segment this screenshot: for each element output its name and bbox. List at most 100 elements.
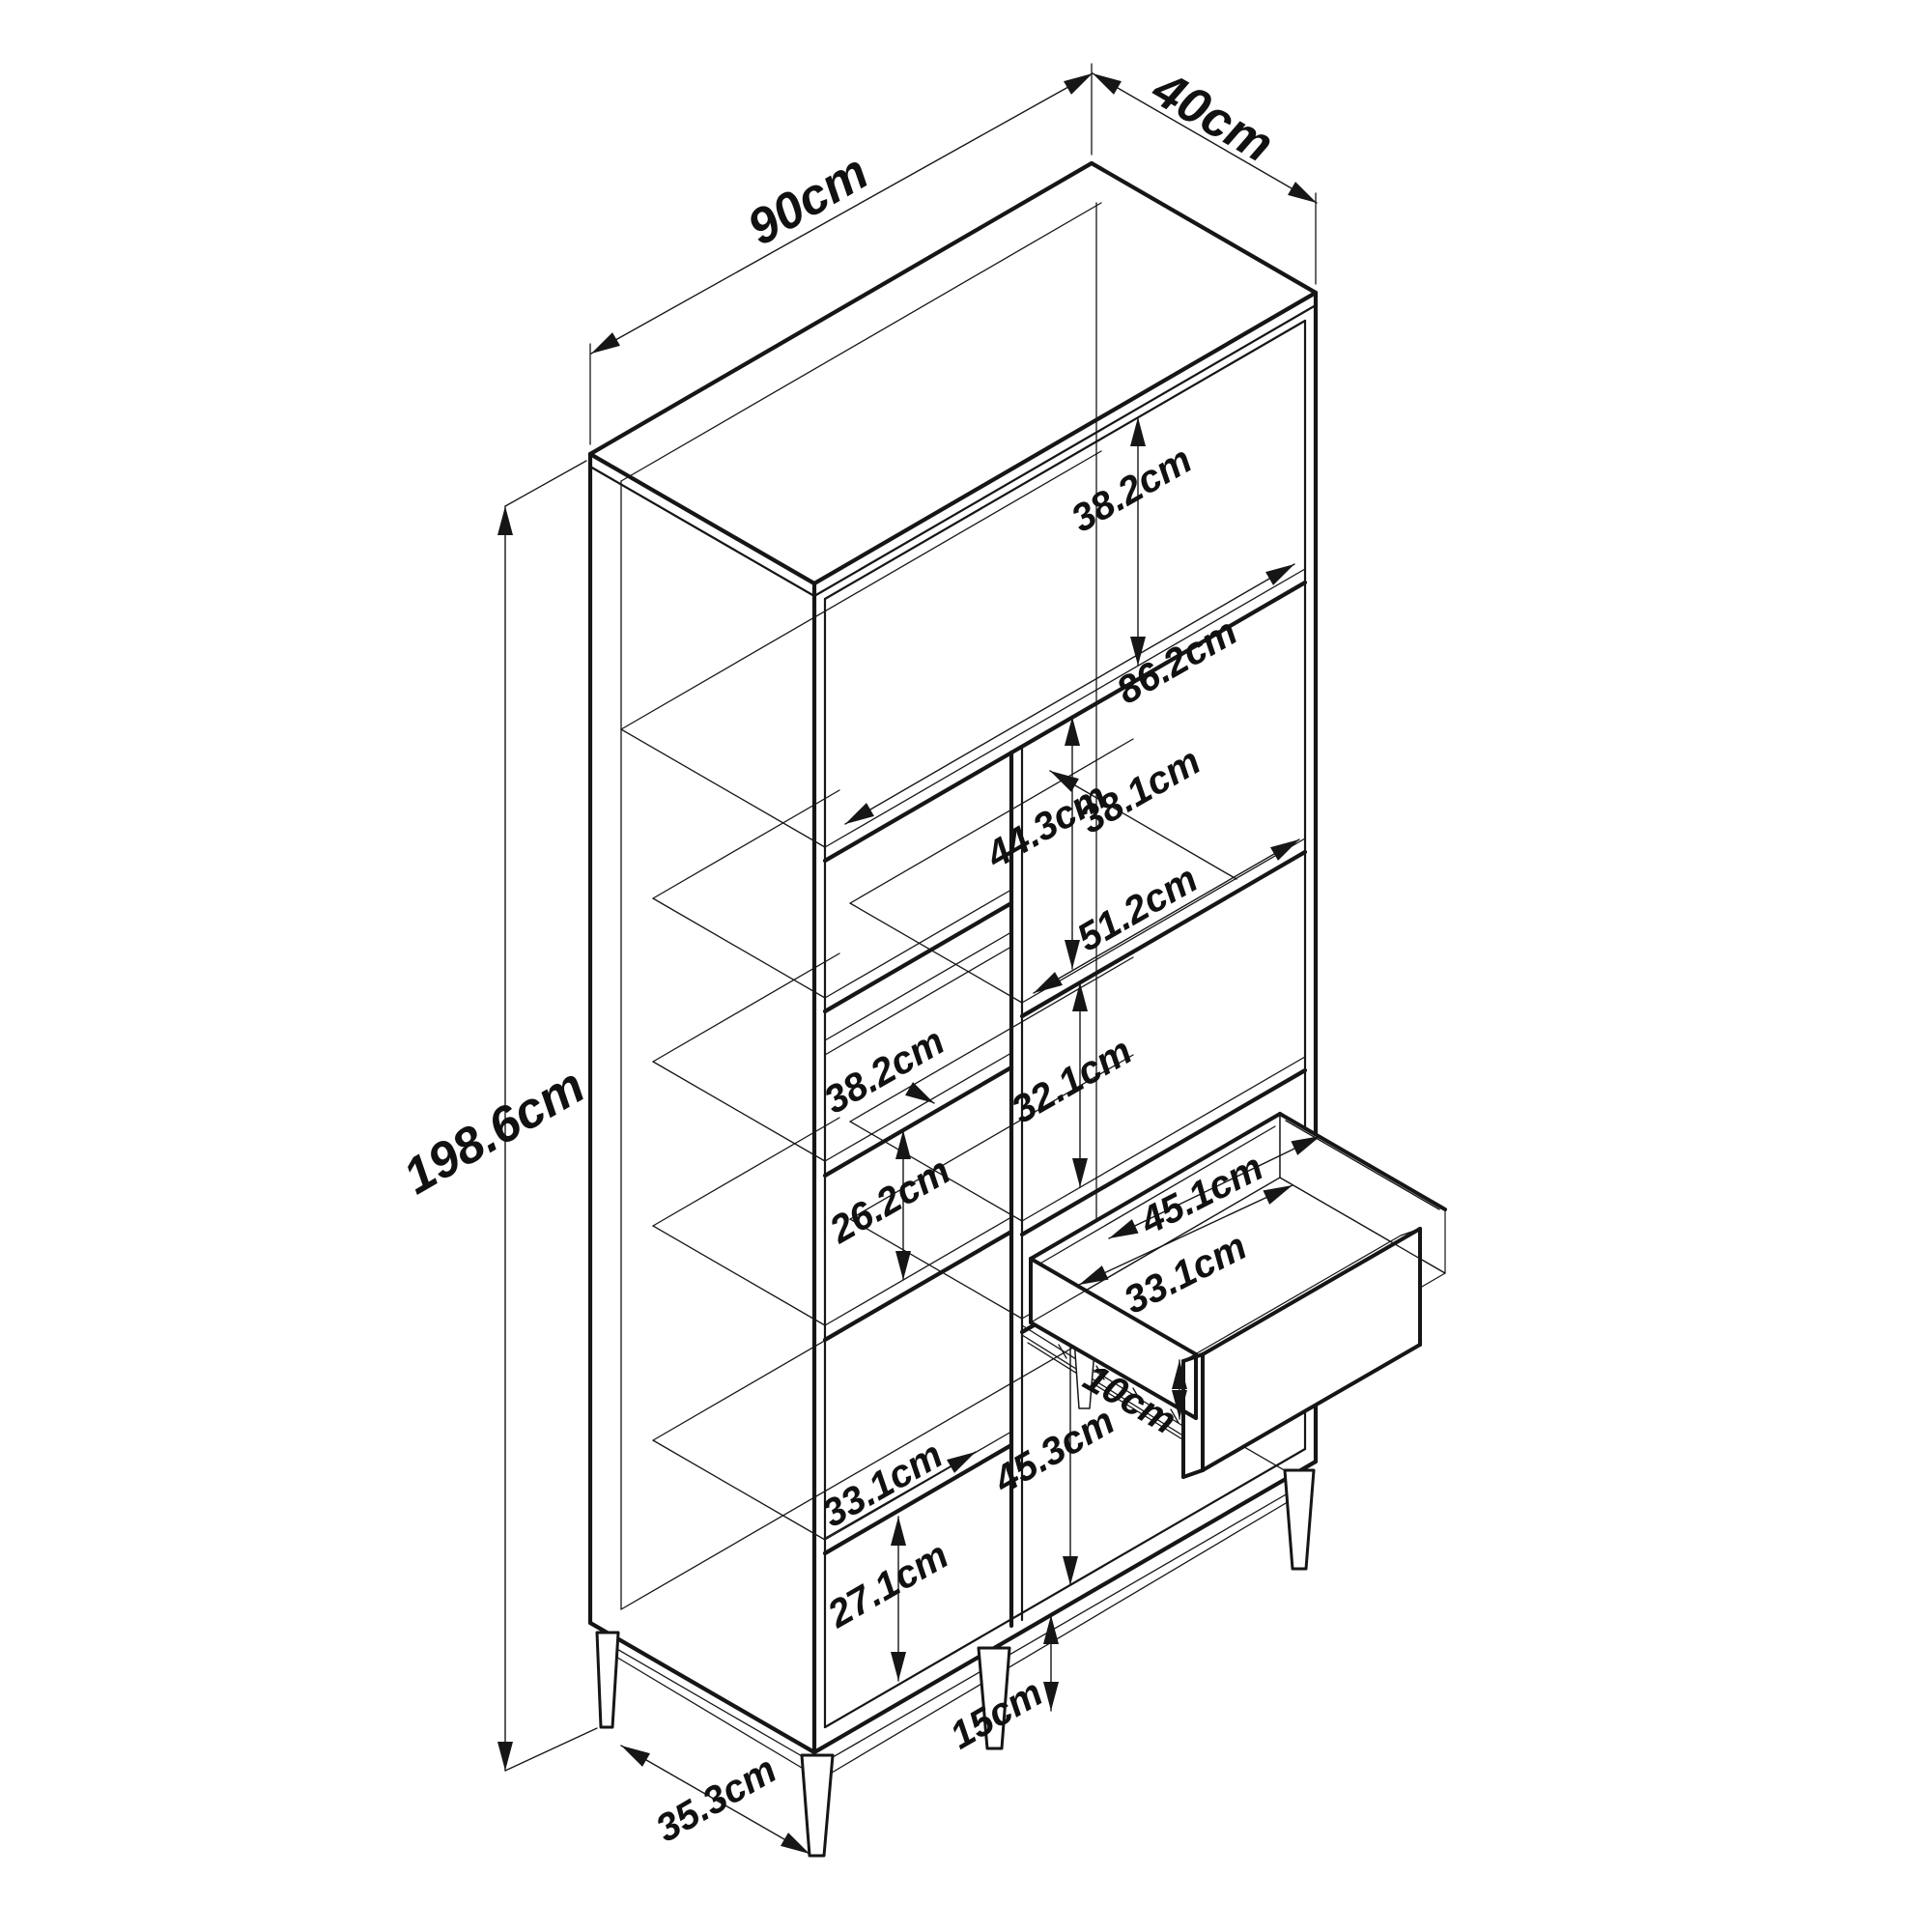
edge-line bbox=[652, 1439, 826, 1541]
dimension-arrowhead bbox=[1130, 417, 1146, 446]
dimension-arrowhead bbox=[1263, 1185, 1293, 1205]
edge-line bbox=[824, 1052, 1012, 1162]
edge-line bbox=[811, 1459, 1319, 1755]
edge-line bbox=[1029, 1112, 1282, 1261]
cabinet-leg bbox=[800, 1753, 835, 1858]
edge-line bbox=[820, 1482, 1307, 1765]
edge-line bbox=[1037, 1125, 1276, 1265]
edge-line bbox=[823, 319, 1307, 601]
edge-line bbox=[1033, 838, 1300, 994]
edge-line bbox=[1278, 1112, 1447, 1211]
edge-line bbox=[1078, 1184, 1293, 1286]
edge-line bbox=[1021, 1334, 1208, 1452]
dimension-arrowhead bbox=[1172, 1360, 1187, 1389]
dimension-arrowhead bbox=[1291, 1136, 1321, 1155]
edge-line bbox=[613, 1655, 812, 1775]
edge-line bbox=[823, 1451, 977, 1540]
edge-line bbox=[824, 568, 1306, 848]
edge-line bbox=[812, 303, 1318, 598]
edge-line bbox=[588, 465, 816, 598]
edge-line bbox=[826, 1492, 1303, 1776]
dimension-arrowhead bbox=[1050, 771, 1079, 792]
edge-line bbox=[1030, 1177, 1281, 1323]
dimension-arrowhead bbox=[1065, 940, 1080, 969]
edge-line bbox=[587, 451, 817, 586]
edge-line bbox=[849, 1218, 1023, 1320]
edge-line bbox=[1201, 1227, 1422, 1356]
dimension-arrowhead bbox=[1265, 564, 1294, 585]
edge-line bbox=[620, 728, 826, 848]
dimension-arrowhead bbox=[947, 1452, 976, 1473]
edge-line bbox=[849, 1054, 1134, 1220]
edge-line bbox=[652, 1225, 826, 1326]
edge-line bbox=[824, 931, 1012, 1041]
edge-line bbox=[822, 900, 1014, 1014]
dimension-arrowhead bbox=[845, 803, 874, 824]
cabinet-inner-edges bbox=[588, 303, 1318, 1729]
edge-line bbox=[504, 1727, 598, 1772]
edge-line bbox=[822, 1229, 1014, 1343]
edge-line bbox=[849, 1121, 1023, 1222]
edge-line bbox=[811, 290, 1319, 586]
edge-line bbox=[1095, 1365, 1105, 1380]
edge-line bbox=[652, 1331, 840, 1441]
dimension-arrowhead bbox=[781, 1833, 810, 1854]
edge-line bbox=[1029, 1257, 1198, 1356]
edge-line bbox=[1285, 1120, 1440, 1210]
edge-line bbox=[652, 789, 840, 899]
cabinet-leg bbox=[1283, 1468, 1316, 1571]
edge-line bbox=[823, 1447, 1307, 1729]
edge-line bbox=[824, 946, 1012, 1056]
edge-line bbox=[849, 902, 1023, 1004]
edge-line bbox=[1201, 1343, 1422, 1472]
dimension-arrowhead bbox=[1079, 1265, 1109, 1285]
dimension-arrowhead bbox=[591, 332, 620, 354]
edge-line bbox=[620, 450, 1102, 730]
edge-line bbox=[1108, 1135, 1321, 1239]
edge-line bbox=[1049, 770, 1237, 880]
open-drawer bbox=[1029, 1112, 1447, 1479]
edge-line bbox=[822, 1065, 1014, 1179]
dimension-arrowhead bbox=[1043, 1682, 1059, 1711]
edge-line bbox=[1181, 1352, 1205, 1363]
dimension-labels: 90cm40cm198.6cm38.2cm86.2cm44.3cm38.1cm5… bbox=[394, 60, 1282, 1850]
dimension-arrowhead bbox=[1043, 1615, 1059, 1644]
edge-line bbox=[822, 1442, 1014, 1556]
edge-line bbox=[824, 1216, 1012, 1326]
edge-line bbox=[1279, 1177, 1446, 1274]
dimension-arrowhead bbox=[1172, 1390, 1187, 1419]
edge-line bbox=[1092, 72, 1318, 204]
dimension-arrowhead bbox=[1034, 972, 1063, 993]
edge-line bbox=[620, 202, 1102, 482]
dimension-arrowhead bbox=[895, 1251, 911, 1280]
dim-label-38-2cm: 38.2cm bbox=[1065, 439, 1199, 541]
edge-line bbox=[652, 897, 826, 999]
edge-line bbox=[824, 1431, 1012, 1541]
edge-line bbox=[824, 889, 1012, 999]
cabinet-legs bbox=[595, 1338, 1316, 1858]
edge-line bbox=[1027, 1342, 1199, 1450]
dimension-arrowhead bbox=[1130, 637, 1146, 666]
edge-line bbox=[1021, 838, 1306, 1004]
edge-line bbox=[608, 1643, 816, 1765]
dim-label-27-1cm: 27.1cm bbox=[820, 1534, 955, 1636]
dim-label-198-6cm: 198.6cm bbox=[394, 1058, 594, 1206]
dimension-arrowhead bbox=[1064, 73, 1093, 95]
dimension-arrowhead bbox=[1072, 982, 1088, 1011]
dimension-arrowhead bbox=[1072, 1158, 1088, 1187]
dimension-arrowhead bbox=[1093, 73, 1122, 95]
edge-line bbox=[849, 738, 1134, 904]
dimension-arrowhead bbox=[621, 1746, 650, 1767]
cabinet-outline bbox=[587, 160, 1319, 1755]
dim-label-35-3cm: 35.3cm bbox=[649, 1748, 783, 1851]
edge-line bbox=[1029, 1321, 1198, 1420]
edge-line bbox=[652, 1061, 826, 1162]
dim-label-40cm: 40cm bbox=[1143, 60, 1283, 173]
dimension-arrowhead bbox=[895, 1130, 911, 1159]
dimension-arrowhead bbox=[891, 1517, 906, 1546]
edge-line bbox=[652, 1117, 840, 1227]
dim-label-86-2cm: 86.2cm bbox=[1110, 611, 1244, 713]
edge-line bbox=[620, 1745, 810, 1855]
